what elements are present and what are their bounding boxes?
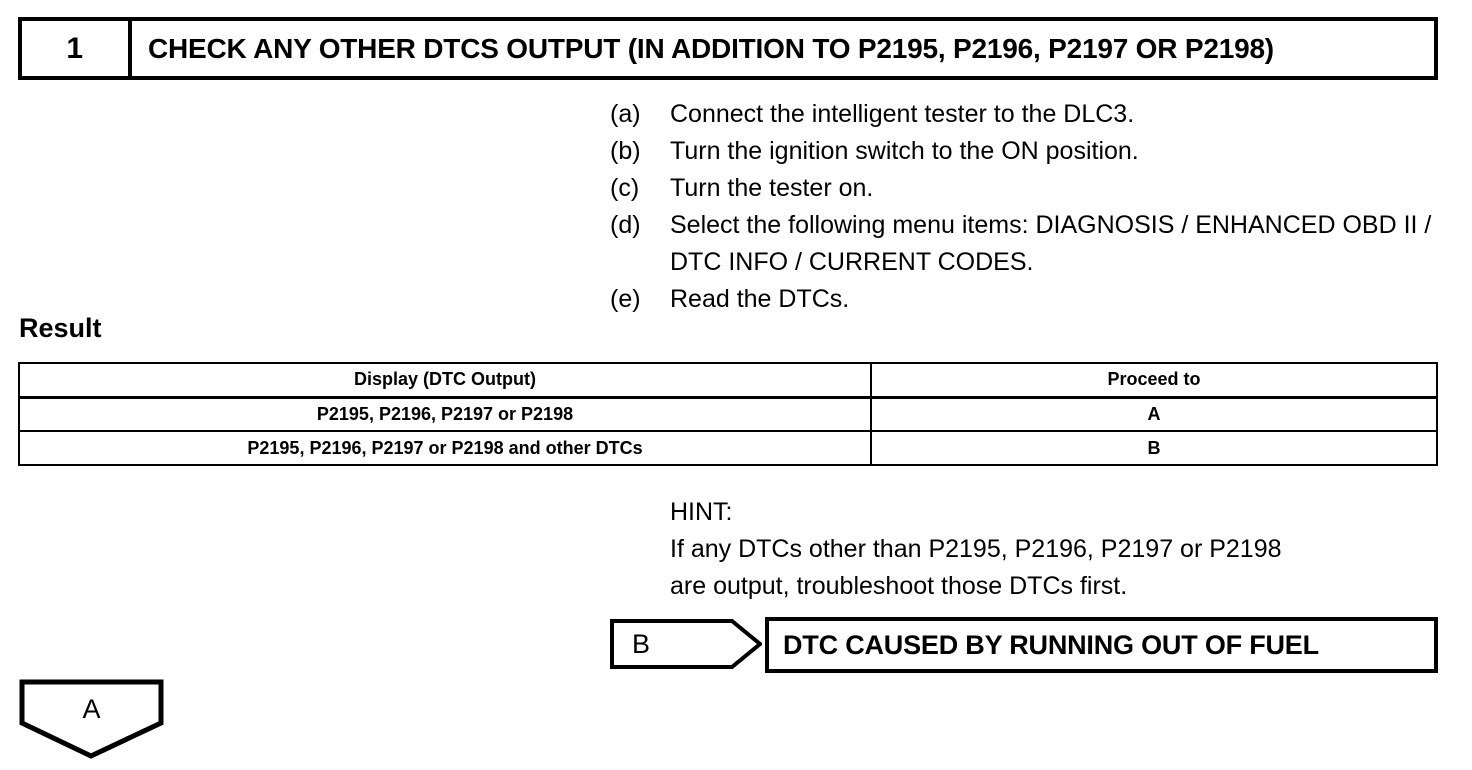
hint-block: HINT: If any DTCs other than P2195, P219… [670, 494, 1450, 605]
connector-a-label: A [82, 694, 101, 724]
pentagon-right-icon [610, 619, 762, 669]
table-cell-display: P2195, P2196, P2197 or P2198 and other D… [18, 430, 872, 466]
connector-a-arrow: A [19, 679, 164, 759]
procedure-step-text: Turn the tester on. [670, 174, 874, 202]
procedure-step-text: Read the DTCs. [670, 285, 850, 313]
procedure-step-text: Select the following menu items: DIAGNOS… [670, 211, 1432, 276]
connector-b-arrow: B [610, 619, 762, 669]
hint-line-1: If any DTCs other than P2195, P2196, P21… [670, 535, 1282, 563]
procedure-step-marker: (e) [610, 285, 641, 313]
procedure-step-marker: (b) [610, 137, 641, 165]
hint-line-2: are output, troubleshoot those DTCs firs… [670, 572, 1128, 600]
procedure-step-text: Connect the intelligent tester to the DL… [670, 100, 1135, 128]
procedure-step: (a) Connect the intelligent tester to th… [610, 96, 1440, 133]
table-cell-display: P2195, P2196, P2197 or P2198 [18, 396, 872, 432]
result-label: Result [19, 313, 102, 343]
step-header-bar: 1 CHECK ANY OTHER DTCS OUTPUT (IN ADDITI… [18, 17, 1438, 80]
procedure-step-text: Turn the ignition switch to the ON posit… [670, 137, 1139, 165]
procedure-step: (d) Select the following menu items: DIA… [610, 207, 1440, 281]
table-cell-proceed: A [870, 396, 1438, 432]
procedure-step-marker: (c) [610, 174, 640, 202]
table-row: P2195, P2196, P2197 or P2198 A [18, 396, 1438, 432]
outcome-box: DTC CAUSED BY RUNNING OUT OF FUEL [765, 617, 1438, 673]
step-number: 1 [22, 21, 132, 76]
table-header-display: Display (DTC Output) [18, 362, 872, 399]
procedure-step: (c) Turn the tester on. [610, 170, 1440, 207]
table-cell-proceed: B [870, 430, 1438, 466]
connector-b-label: B [632, 629, 651, 659]
procedure-step-marker: (d) [610, 211, 641, 239]
step-title: CHECK ANY OTHER DTCS OUTPUT (IN ADDITION… [148, 32, 1274, 64]
procedure-step-list: (a) Connect the intelligent tester to th… [610, 96, 1440, 318]
result-table: Display (DTC Output) Proceed to P2195, P… [18, 362, 1438, 466]
pentagon-down-icon [19, 679, 164, 759]
hint-title: HINT: [670, 498, 733, 526]
procedure-step: (b) Turn the ignition switch to the ON p… [610, 133, 1440, 170]
table-header-row: Display (DTC Output) Proceed to [18, 362, 1438, 399]
procedure-step: (e) Read the DTCs. [610, 281, 1440, 318]
table-header-proceed: Proceed to [870, 362, 1438, 399]
procedure-step-marker: (a) [610, 100, 641, 128]
table-row: P2195, P2196, P2197 or P2198 and other D… [18, 430, 1438, 466]
